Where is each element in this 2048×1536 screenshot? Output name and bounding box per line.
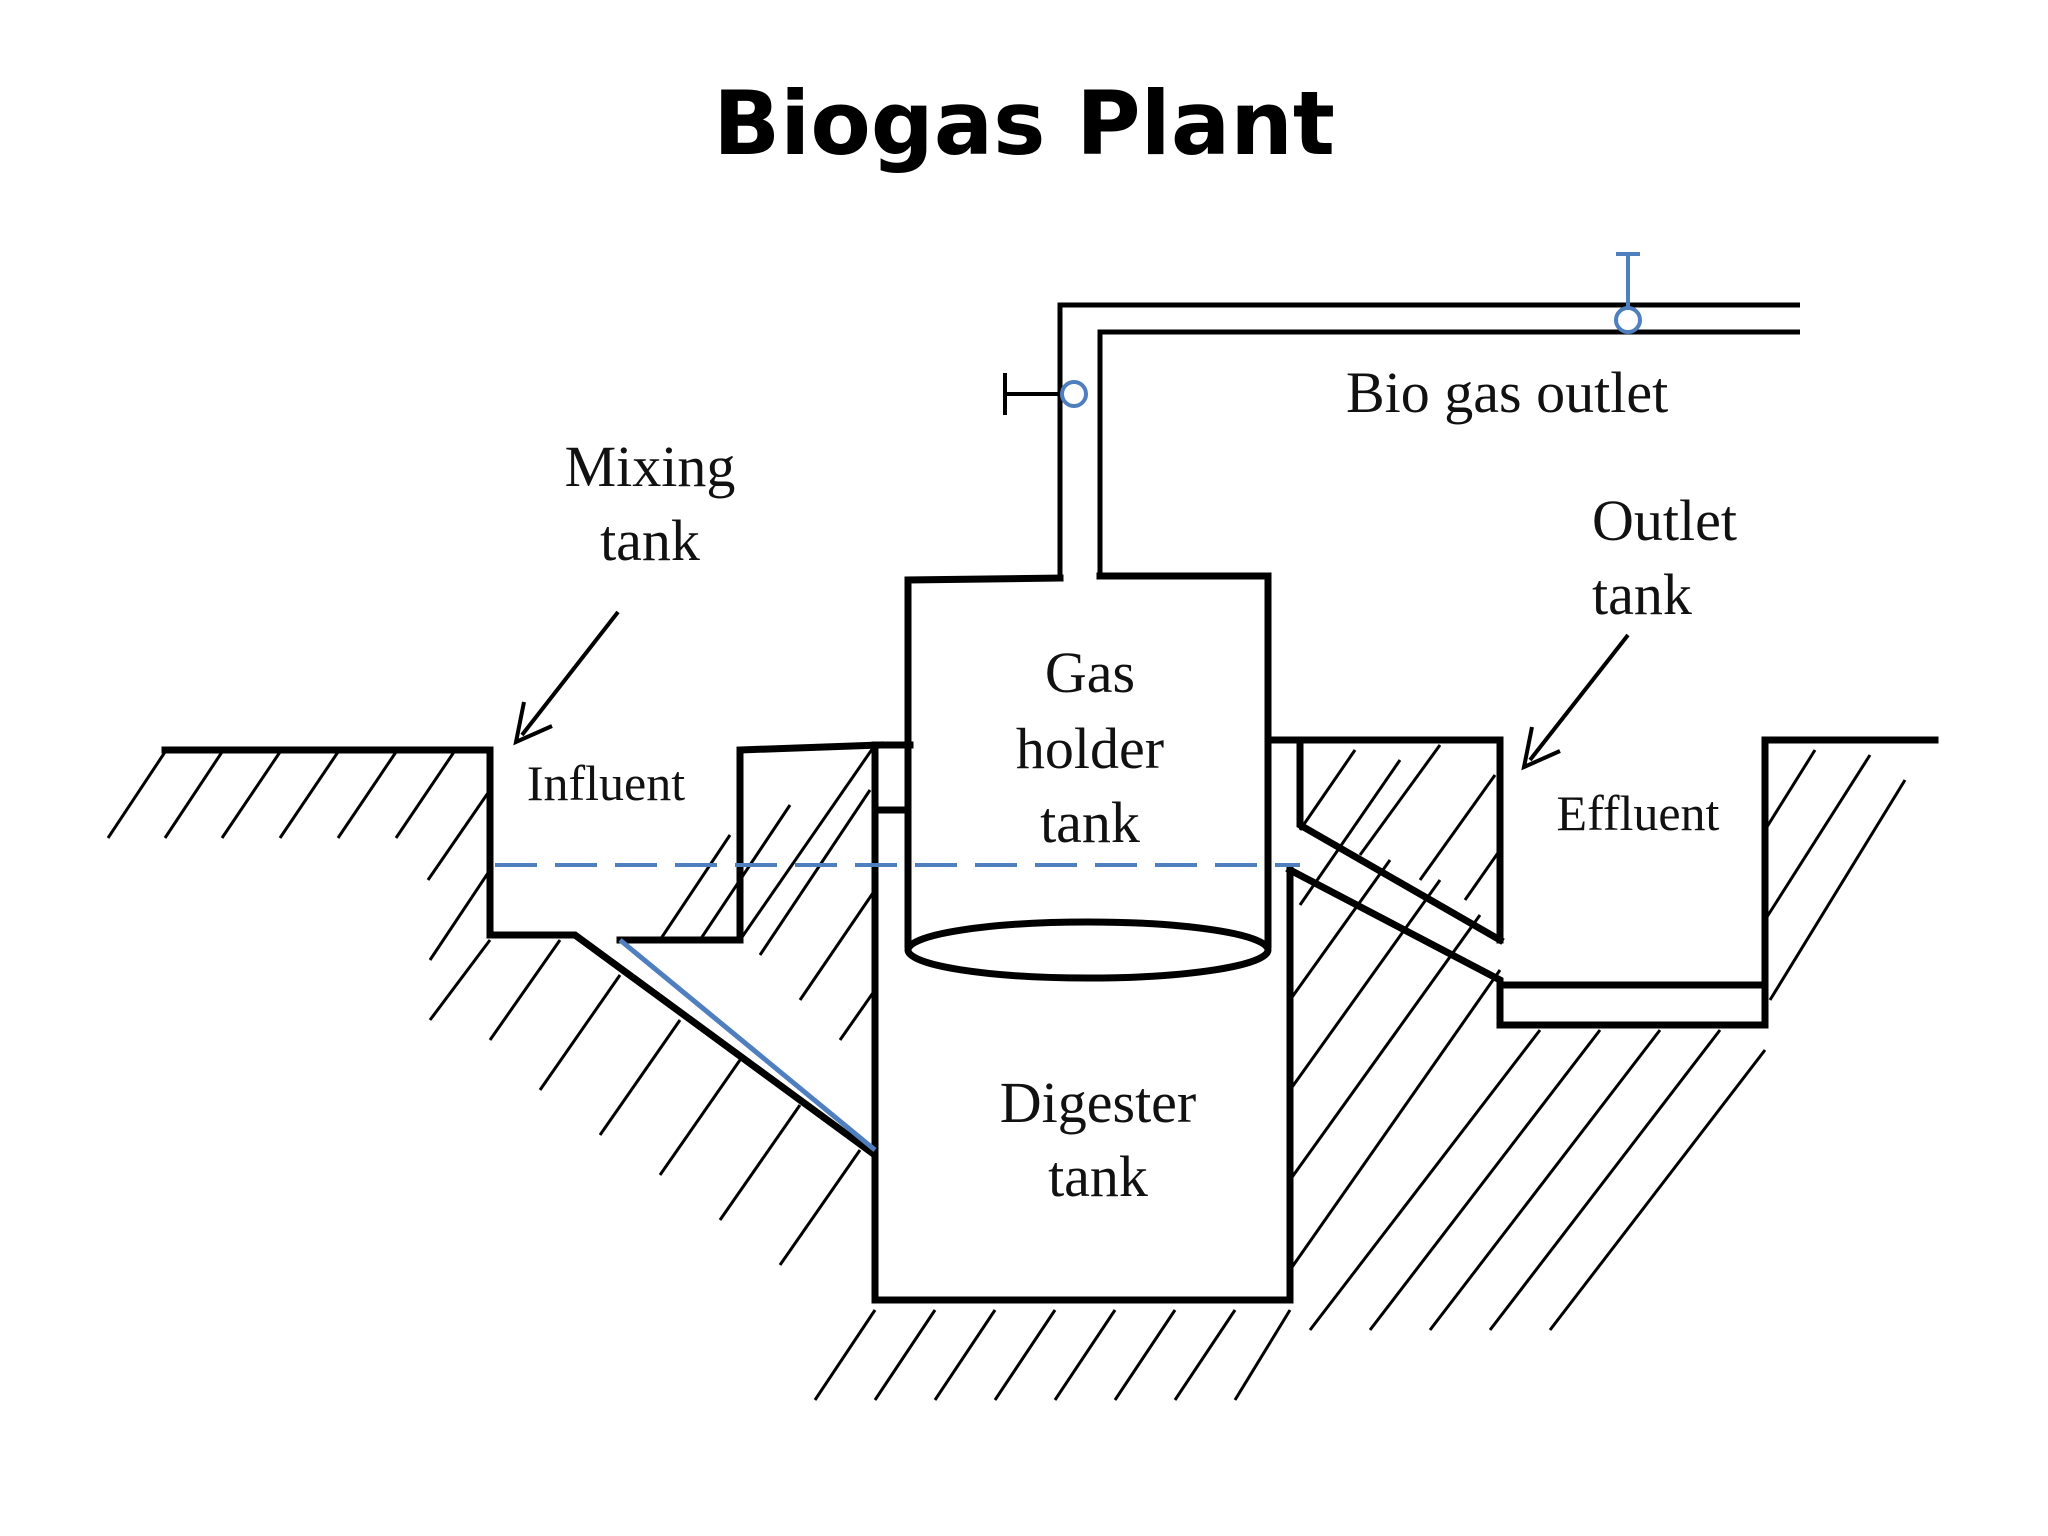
mixing-tank-arrow	[513, 610, 620, 746]
gas-holder-tank-bottom	[904, 918, 1272, 982]
right-ground-surface	[1264, 736, 1504, 944]
valve-icon	[1003, 373, 1088, 415]
left-ground-surface	[161, 746, 1294, 1304]
mixing-tank-right-wall	[616, 741, 884, 944]
mixing-tank-label-line2: tank	[600, 508, 700, 573]
outlet-channel-upper	[1296, 741, 1505, 945]
outlet-channel-lower	[1285, 865, 1769, 1029]
ground-hatching-left	[106, 751, 492, 1021]
digester-label-line1: Digester	[1000, 1070, 1197, 1135]
ground-hatching-right	[1288, 744, 1907, 1331]
gas-holder-label-line1: Gas	[1045, 640, 1135, 705]
outlet-tank-arrow	[1521, 633, 1630, 771]
effluent-label: Effluent	[1557, 785, 1720, 841]
mixing-tank-label-line1: Mixing	[565, 434, 736, 499]
valve-icon-top	[1614, 252, 1642, 334]
digester-label-line2: tank	[1048, 1144, 1148, 1209]
gas-holder-label-line3: tank	[1040, 790, 1140, 855]
ground-hatching-center	[488, 744, 1292, 1401]
bio-gas-outlet-label: Bio gas outlet	[1346, 360, 1668, 425]
gas-pipe-inner	[1097, 329, 1800, 576]
page-title: Biogas Plant	[713, 72, 1335, 175]
influent-label: Influent	[527, 755, 685, 811]
outlet-tank-right-wall	[1761, 736, 1939, 1029]
outlet-tank-label-line2: tank	[1592, 562, 1692, 627]
inlet-pipe-line	[618, 938, 877, 1152]
gas-pipe-outer	[1057, 302, 1800, 578]
gas-holder-tank-right	[1096, 572, 1272, 949]
gas-holder-label-line2: holder	[1016, 716, 1164, 781]
gas-holder-tank-outline	[904, 574, 1064, 949]
outlet-tank-label-line1: Outlet	[1592, 488, 1737, 553]
